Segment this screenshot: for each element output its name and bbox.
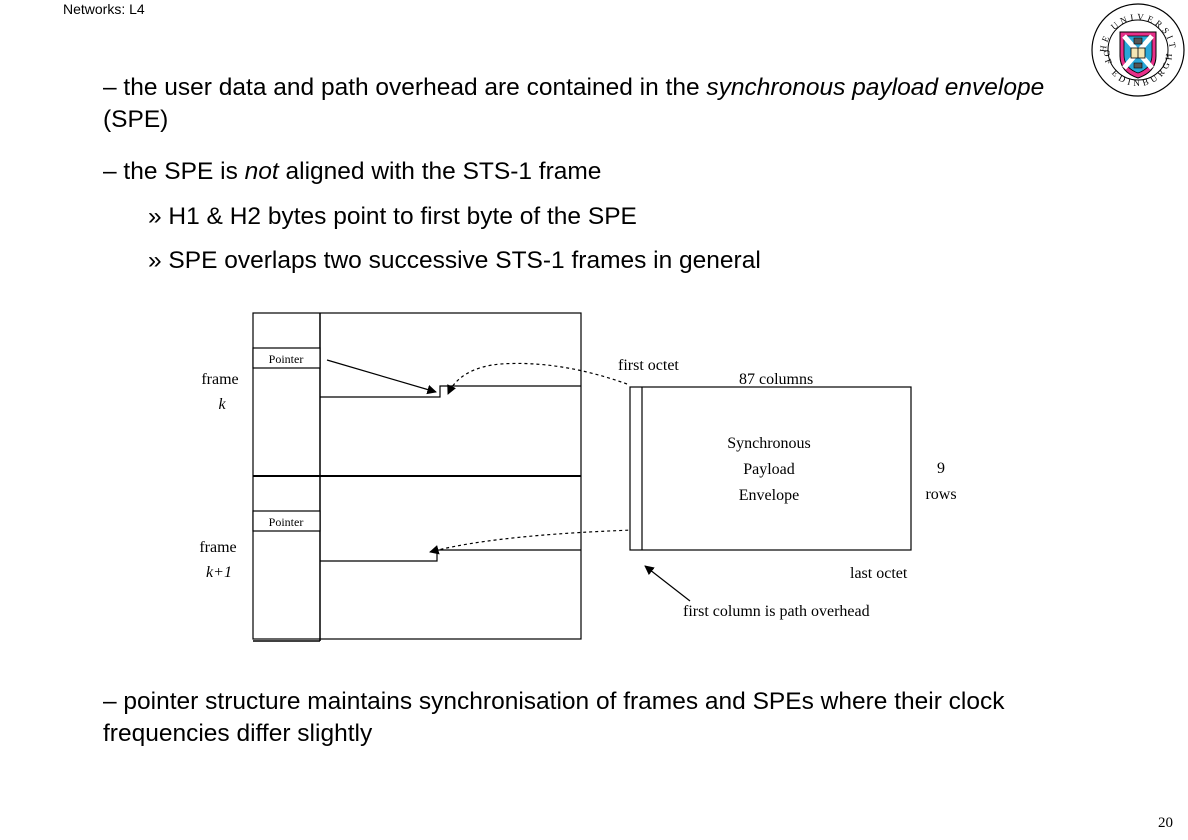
spe-block — [629, 386, 912, 551]
subbullet-spe-overlap: » SPE overlaps two successive STS-1 fram… — [148, 247, 761, 274]
spe-end-boundary — [320, 549, 581, 562]
spe-start-boundary — [320, 385, 581, 398]
first-octet-mapping-arrow — [447, 362, 628, 395]
bullet-1-text: – the user data and path overhead are co… — [103, 74, 707, 101]
path-overhead-arrow — [644, 565, 691, 602]
spe-title-line2: Payload — [743, 461, 795, 478]
header-title: Networks: L4 — [63, 1, 145, 17]
bullet-spe-contents: – the user data and path overhead are co… — [103, 72, 1113, 136]
rows-number: 9 — [937, 460, 945, 477]
pointer-arrow — [326, 359, 437, 395]
pointer-label-frame-k1: Pointer — [269, 515, 304, 529]
subbullet-pointer-bytes: » H1 & H2 bytes point to first byte of t… — [148, 203, 637, 230]
pointer-box-frame-k1 — [252, 510, 321, 532]
bullet-2-italic: not — [244, 158, 279, 185]
last-octet-label: last octet — [850, 565, 908, 582]
bullet-1-suffix: (SPE) — [103, 106, 169, 133]
spe-title-line3: Envelope — [739, 487, 799, 504]
first-octet-label: first octet — [618, 357, 679, 374]
university-logo: THE UNIVERSITY OF EDINBURGH — [1088, 0, 1185, 97]
frame-k1-label: frame — [199, 539, 236, 556]
frame-k-label: frame — [201, 371, 238, 388]
columns-label: 87 columns — [739, 371, 813, 388]
frame-k1-var: k+1 — [206, 564, 232, 581]
frame-k-var: k — [218, 396, 226, 413]
bullet-2-text: – the SPE is — [103, 158, 245, 185]
page-number: 20 — [1158, 815, 1173, 831]
bullet-2-suffix: aligned with the STS-1 frame — [278, 158, 602, 185]
bullet-pointer-structure: – pointer structure maintains synchronis… — [103, 688, 1005, 747]
bullet-1-italic: synchronous payload envelope — [706, 74, 1045, 101]
rows-label: rows — [925, 486, 956, 503]
path-overhead-note: first column is path overhead — [683, 603, 870, 620]
bullet-spe-alignment: – the SPE is not aligned with the STS-1 … — [103, 156, 1113, 188]
pointer-box-frame-k — [252, 347, 321, 369]
pointer-label-frame-k: Pointer — [269, 352, 304, 366]
spe-title-line1: Synchronous — [727, 435, 811, 452]
